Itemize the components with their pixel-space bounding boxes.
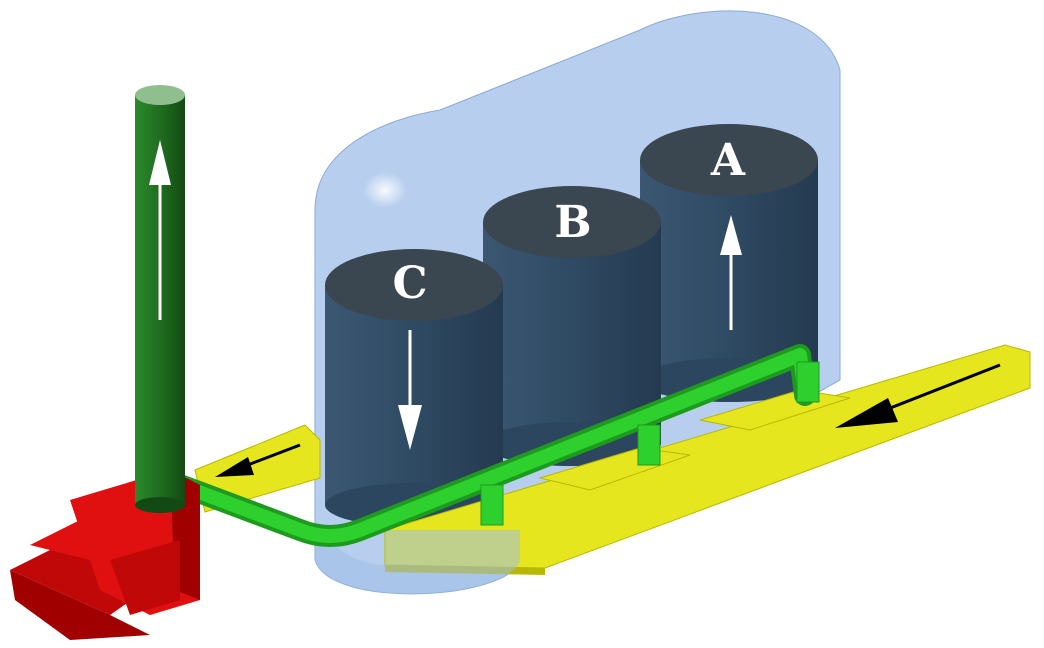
enclosure-highlight [363, 172, 407, 208]
tank-a [640, 124, 818, 402]
tank-b-label: B [554, 197, 591, 248]
enclosure-front [315, 420, 520, 594]
tank-c [325, 249, 503, 527]
tank-c-label: C [392, 258, 427, 309]
arrow-down-icon [398, 330, 422, 450]
tank-a-label: A [710, 135, 746, 186]
manifold-pipe [169, 344, 820, 547]
arrow-left-icon [835, 363, 1001, 428]
blower [10, 470, 200, 640]
arrow-up-icon [720, 215, 742, 330]
arrow-up-icon [149, 140, 171, 320]
arrow-left-icon [215, 443, 301, 477]
